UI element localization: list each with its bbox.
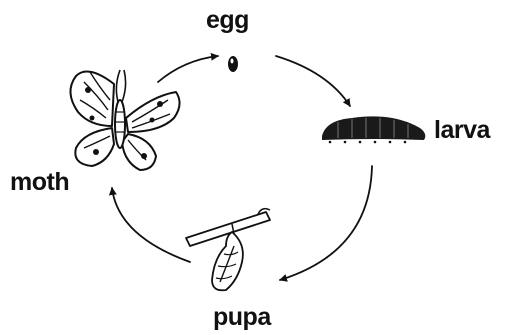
larva-icon [322,116,425,143]
pupa-label: pupa [213,305,271,330]
egg-icon [228,56,238,72]
pupa-icon [186,209,270,291]
arrow-pupa-to-moth [112,188,190,262]
moth-icon [70,70,179,170]
egg-label: egg [206,8,249,33]
arrow-egg-to-larva [276,56,350,106]
moth-label: moth [10,170,69,195]
larva-label: larva [434,118,490,143]
arrow-moth-to-egg [158,56,218,82]
arrow-larva-to-pupa [280,166,372,280]
